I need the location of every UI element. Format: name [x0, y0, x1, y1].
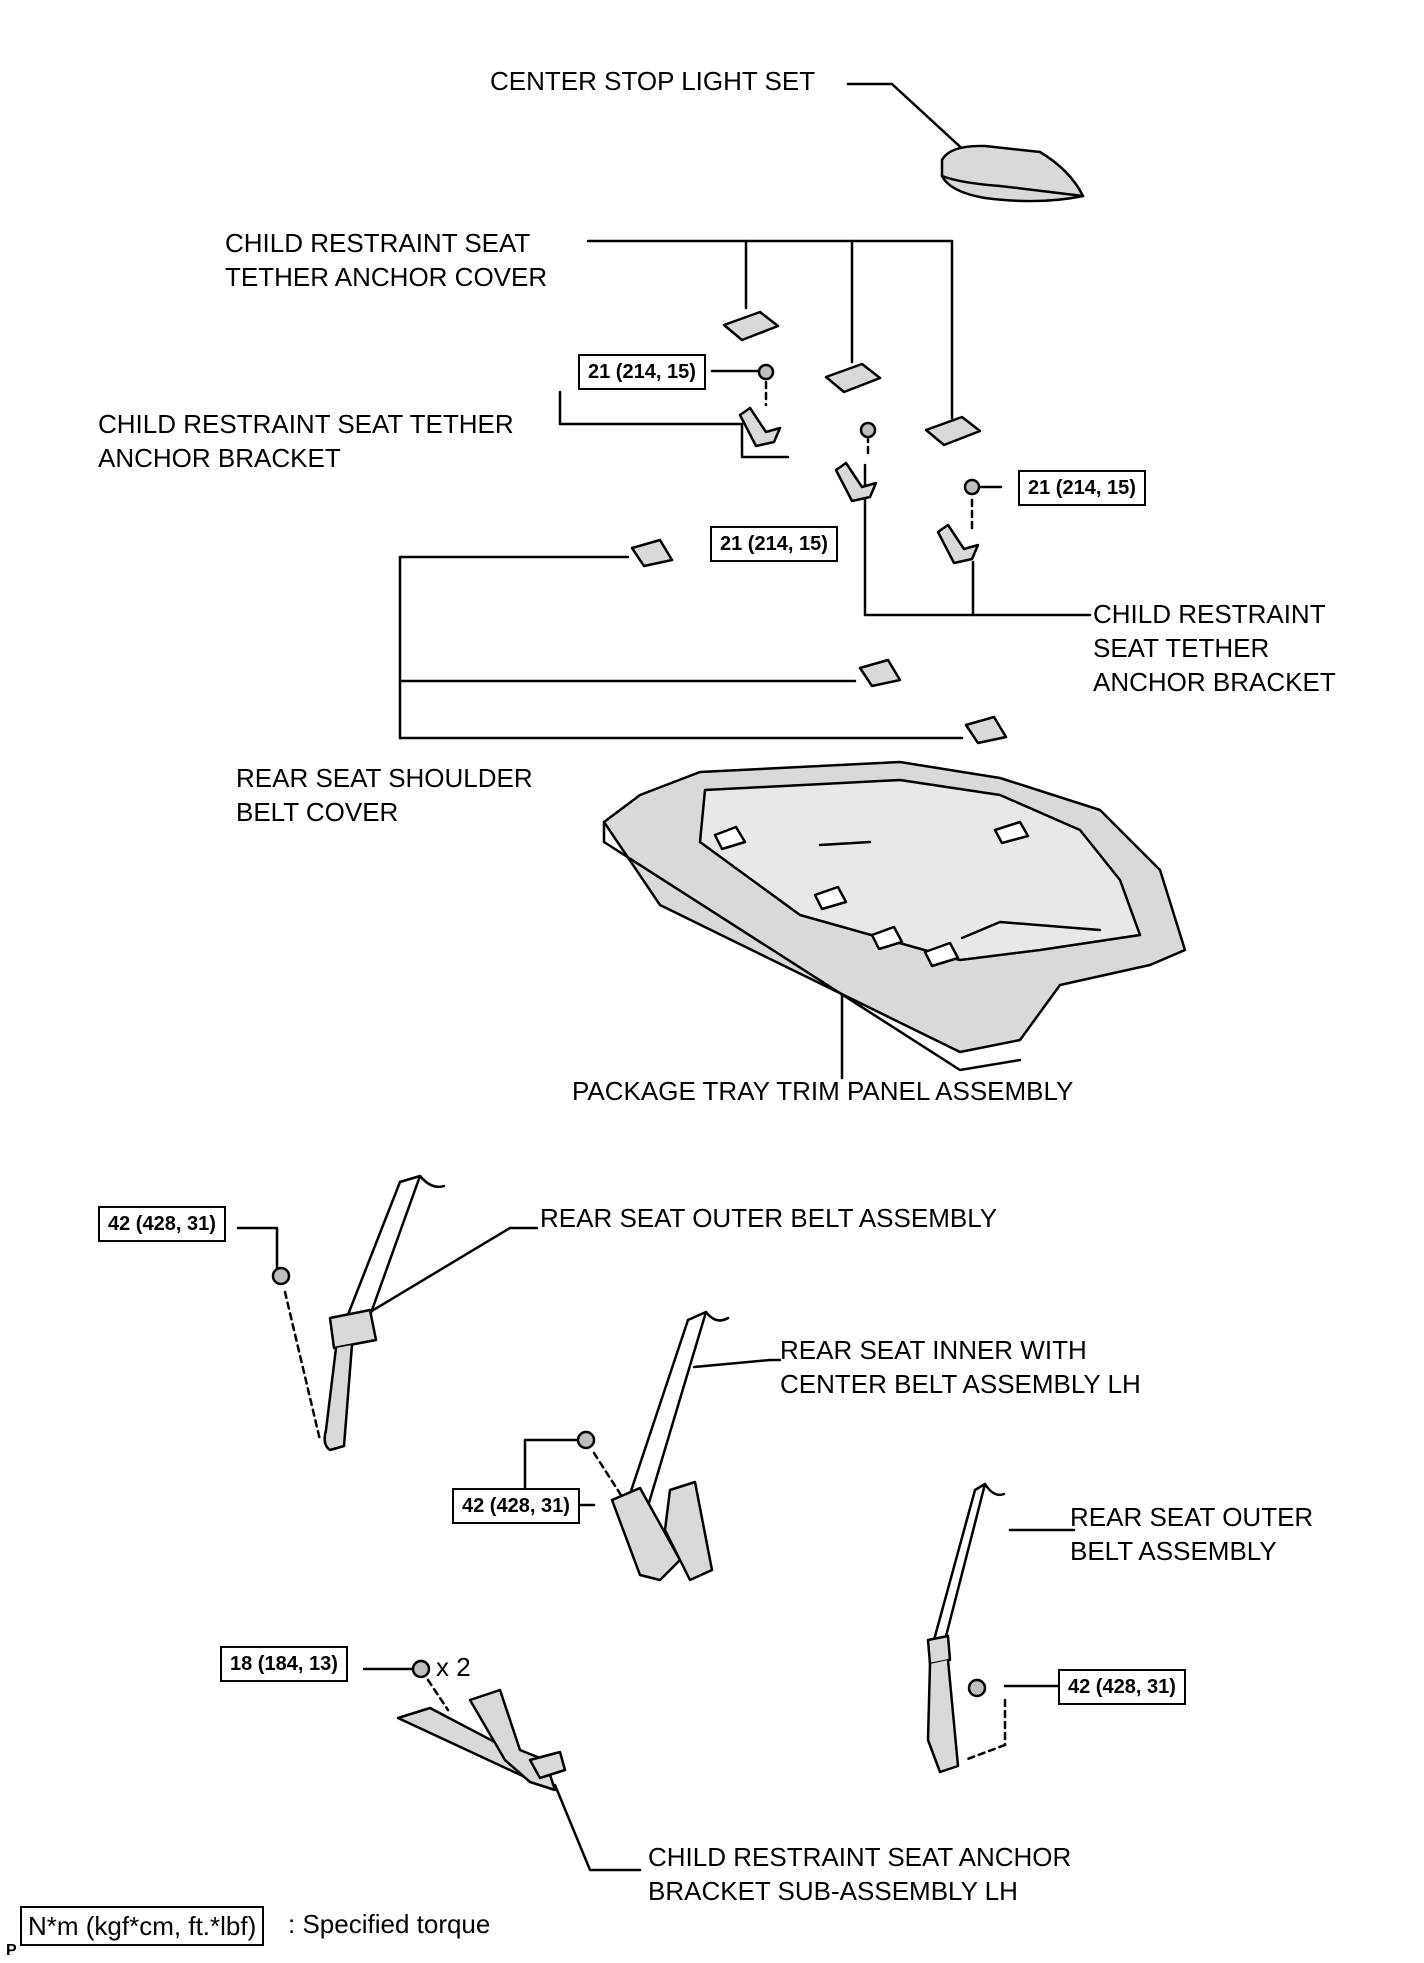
torque-box-18: 18 (184, 13) — [220, 1646, 348, 1682]
label-tether-cover-line1: CHILD RESTRAINT SEAT — [225, 228, 531, 258]
label-anchor-bracket-sub-line2: BRACKET SUB-ASSEMBLY LH — [648, 1876, 1018, 1906]
label-tether-bracket-left-line1: CHILD RESTRAINT SEAT TETHER — [98, 409, 514, 439]
label-tether-bracket-right-line1: CHILD RESTRAINT — [1093, 599, 1326, 629]
label-outer-belt-right-line2: BELT ASSEMBLY — [1070, 1536, 1277, 1566]
anchor-bracket-sub-part — [396, 1688, 567, 1792]
inner-center-belt-part — [610, 1310, 730, 1582]
legend-torque-text: : Specified torque — [288, 1909, 491, 1939]
torque-box-42-c: 42 (428, 31) — [1058, 1669, 1186, 1705]
label-outer-belt-left: REAR SEAT OUTER BELT ASSEMBLY — [540, 1203, 998, 1233]
label-tether-bracket-left-line2: ANCHOR BRACKET — [98, 443, 341, 473]
torque-box-42-a: 42 (428, 31) — [98, 1206, 226, 1242]
outer-belt-left-part — [323, 1174, 446, 1452]
outer-belt-right-part — [926, 1482, 1006, 1774]
label-package-tray: PACKAGE TRAY TRIM PANEL ASSEMBLY — [572, 1076, 1074, 1106]
package-tray-part — [602, 760, 1187, 1072]
torque-box-21-a: 21 (214, 15) — [578, 354, 706, 390]
label-shoulder-belt-cover-line2: BELT COVER — [236, 797, 399, 827]
label-inner-center-belt-line1: REAR SEAT INNER WITH — [780, 1335, 1087, 1365]
diagram-code: P — [6, 1942, 17, 1959]
label-inner-center-belt-line2: CENTER BELT ASSEMBLY LH — [780, 1369, 1141, 1399]
bolt-parts — [271, 363, 987, 1698]
label-outer-belt-right-line1: REAR SEAT OUTER — [1070, 1502, 1314, 1532]
tether-cover-parts — [722, 310, 982, 447]
tether-bracket-parts — [738, 406, 980, 565]
label-center-stop-light: CENTER STOP LIGHT SET — [490, 66, 816, 96]
label-tether-cover-line2: TETHER ANCHOR COVER — [225, 262, 548, 292]
label-tether-bracket-right-line3: ANCHOR BRACKET — [1093, 667, 1336, 697]
center-stop-light-part — [940, 144, 1085, 203]
torque-box-21-c: 21 (214, 15) — [1018, 470, 1146, 506]
multiplier-label: x 2 — [436, 1652, 471, 1682]
label-shoulder-belt-cover-line1: REAR SEAT SHOULDER — [236, 763, 533, 793]
label-anchor-bracket-sub-line1: CHILD RESTRAINT SEAT ANCHOR — [648, 1842, 1072, 1872]
torque-box-21-b: 21 (214, 15) — [710, 526, 838, 562]
shoulder-belt-cover-parts — [630, 538, 1008, 745]
label-tether-bracket-right-line2: SEAT TETHER — [1093, 633, 1270, 663]
legend-torque-box: N*m (kgf*cm, ft.*lbf) — [20, 1906, 265, 1946]
torque-box-42-b: 42 (428, 31) — [452, 1488, 580, 1524]
